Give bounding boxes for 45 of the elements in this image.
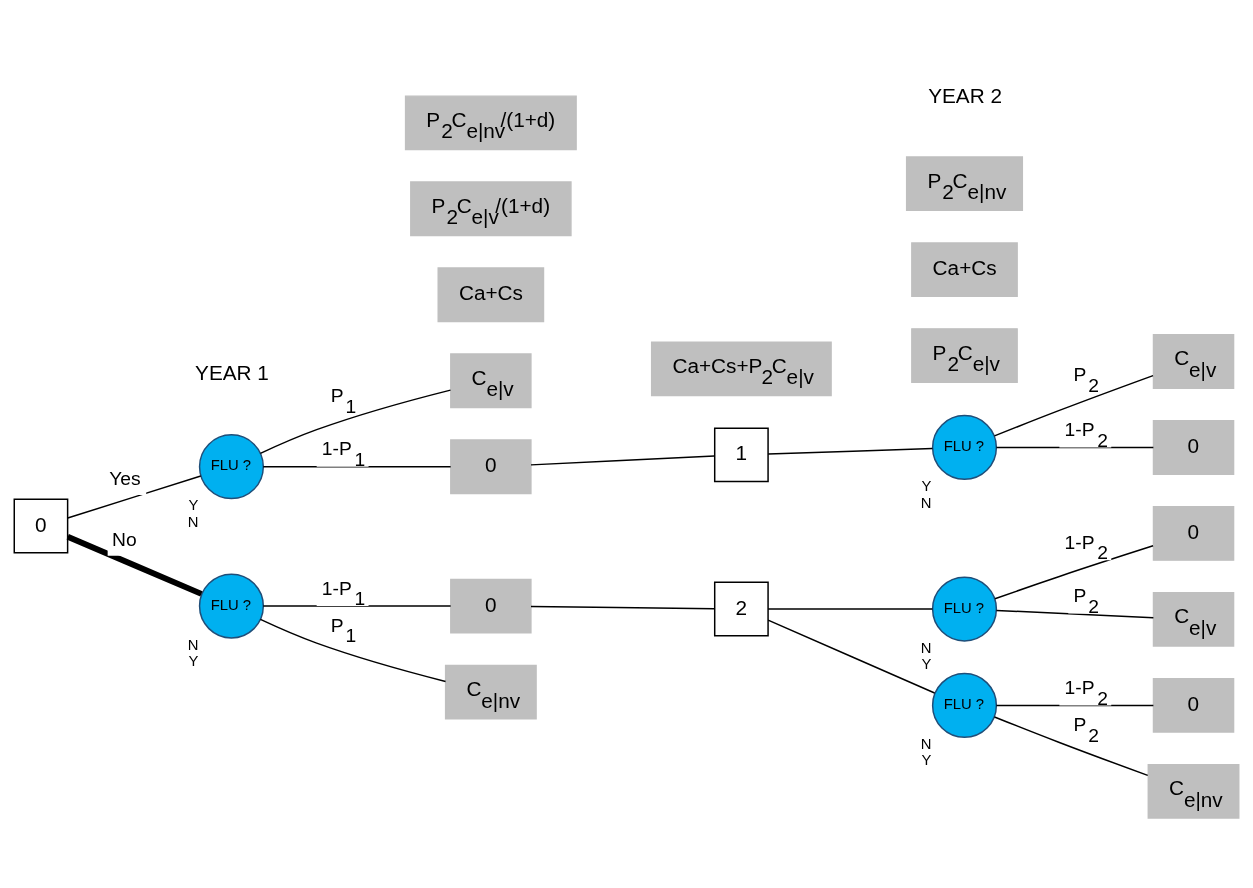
node-box: 0 xyxy=(450,438,532,494)
connector xyxy=(993,374,1154,437)
connector xyxy=(995,704,1155,706)
node-label: N xyxy=(187,636,199,653)
node-circle: FLU ? xyxy=(198,433,265,499)
connector xyxy=(767,447,934,455)
connector xyxy=(995,446,1155,448)
connector xyxy=(994,544,1154,599)
node-label: Y xyxy=(188,496,199,513)
connector xyxy=(993,715,1149,776)
node-circle: FLU ? xyxy=(198,572,265,639)
label: YEAR 1 xyxy=(195,360,269,384)
node-label: N xyxy=(920,494,932,510)
node-box: Ca+Cs xyxy=(911,241,1018,297)
node-box: 0 xyxy=(1152,505,1235,561)
node-box: Ca+Cs xyxy=(437,266,545,322)
node-circle: FLU ? xyxy=(931,672,998,738)
node-label: N xyxy=(187,513,199,530)
node-label: N xyxy=(920,735,932,752)
node-box: 0 xyxy=(13,498,69,553)
node-label: Y xyxy=(921,655,932,672)
connector xyxy=(259,388,452,454)
node-circle: FLU ? xyxy=(931,414,998,480)
node-box: 1 xyxy=(713,426,769,482)
connector xyxy=(67,474,202,519)
connector xyxy=(767,607,934,610)
node-box: 2 xyxy=(713,581,769,636)
node-box: 0 xyxy=(1152,677,1235,733)
node-label: N xyxy=(920,639,932,656)
node-circle: FLU ? xyxy=(931,575,998,642)
connector xyxy=(530,454,716,466)
connector xyxy=(767,618,936,694)
connector xyxy=(262,604,452,607)
connector xyxy=(66,533,203,597)
connector xyxy=(530,605,716,609)
connector xyxy=(995,609,1155,618)
node-label: Y xyxy=(921,477,932,494)
edge-label: No xyxy=(112,528,137,550)
node-label: Y xyxy=(921,751,932,768)
label: YEAR 2 xyxy=(928,83,1002,107)
connector xyxy=(259,618,447,682)
node-label: Y xyxy=(188,652,199,669)
node-box: 0 xyxy=(450,578,532,633)
edge-label: Yes xyxy=(109,467,141,489)
node-box: 0 xyxy=(1152,419,1235,475)
